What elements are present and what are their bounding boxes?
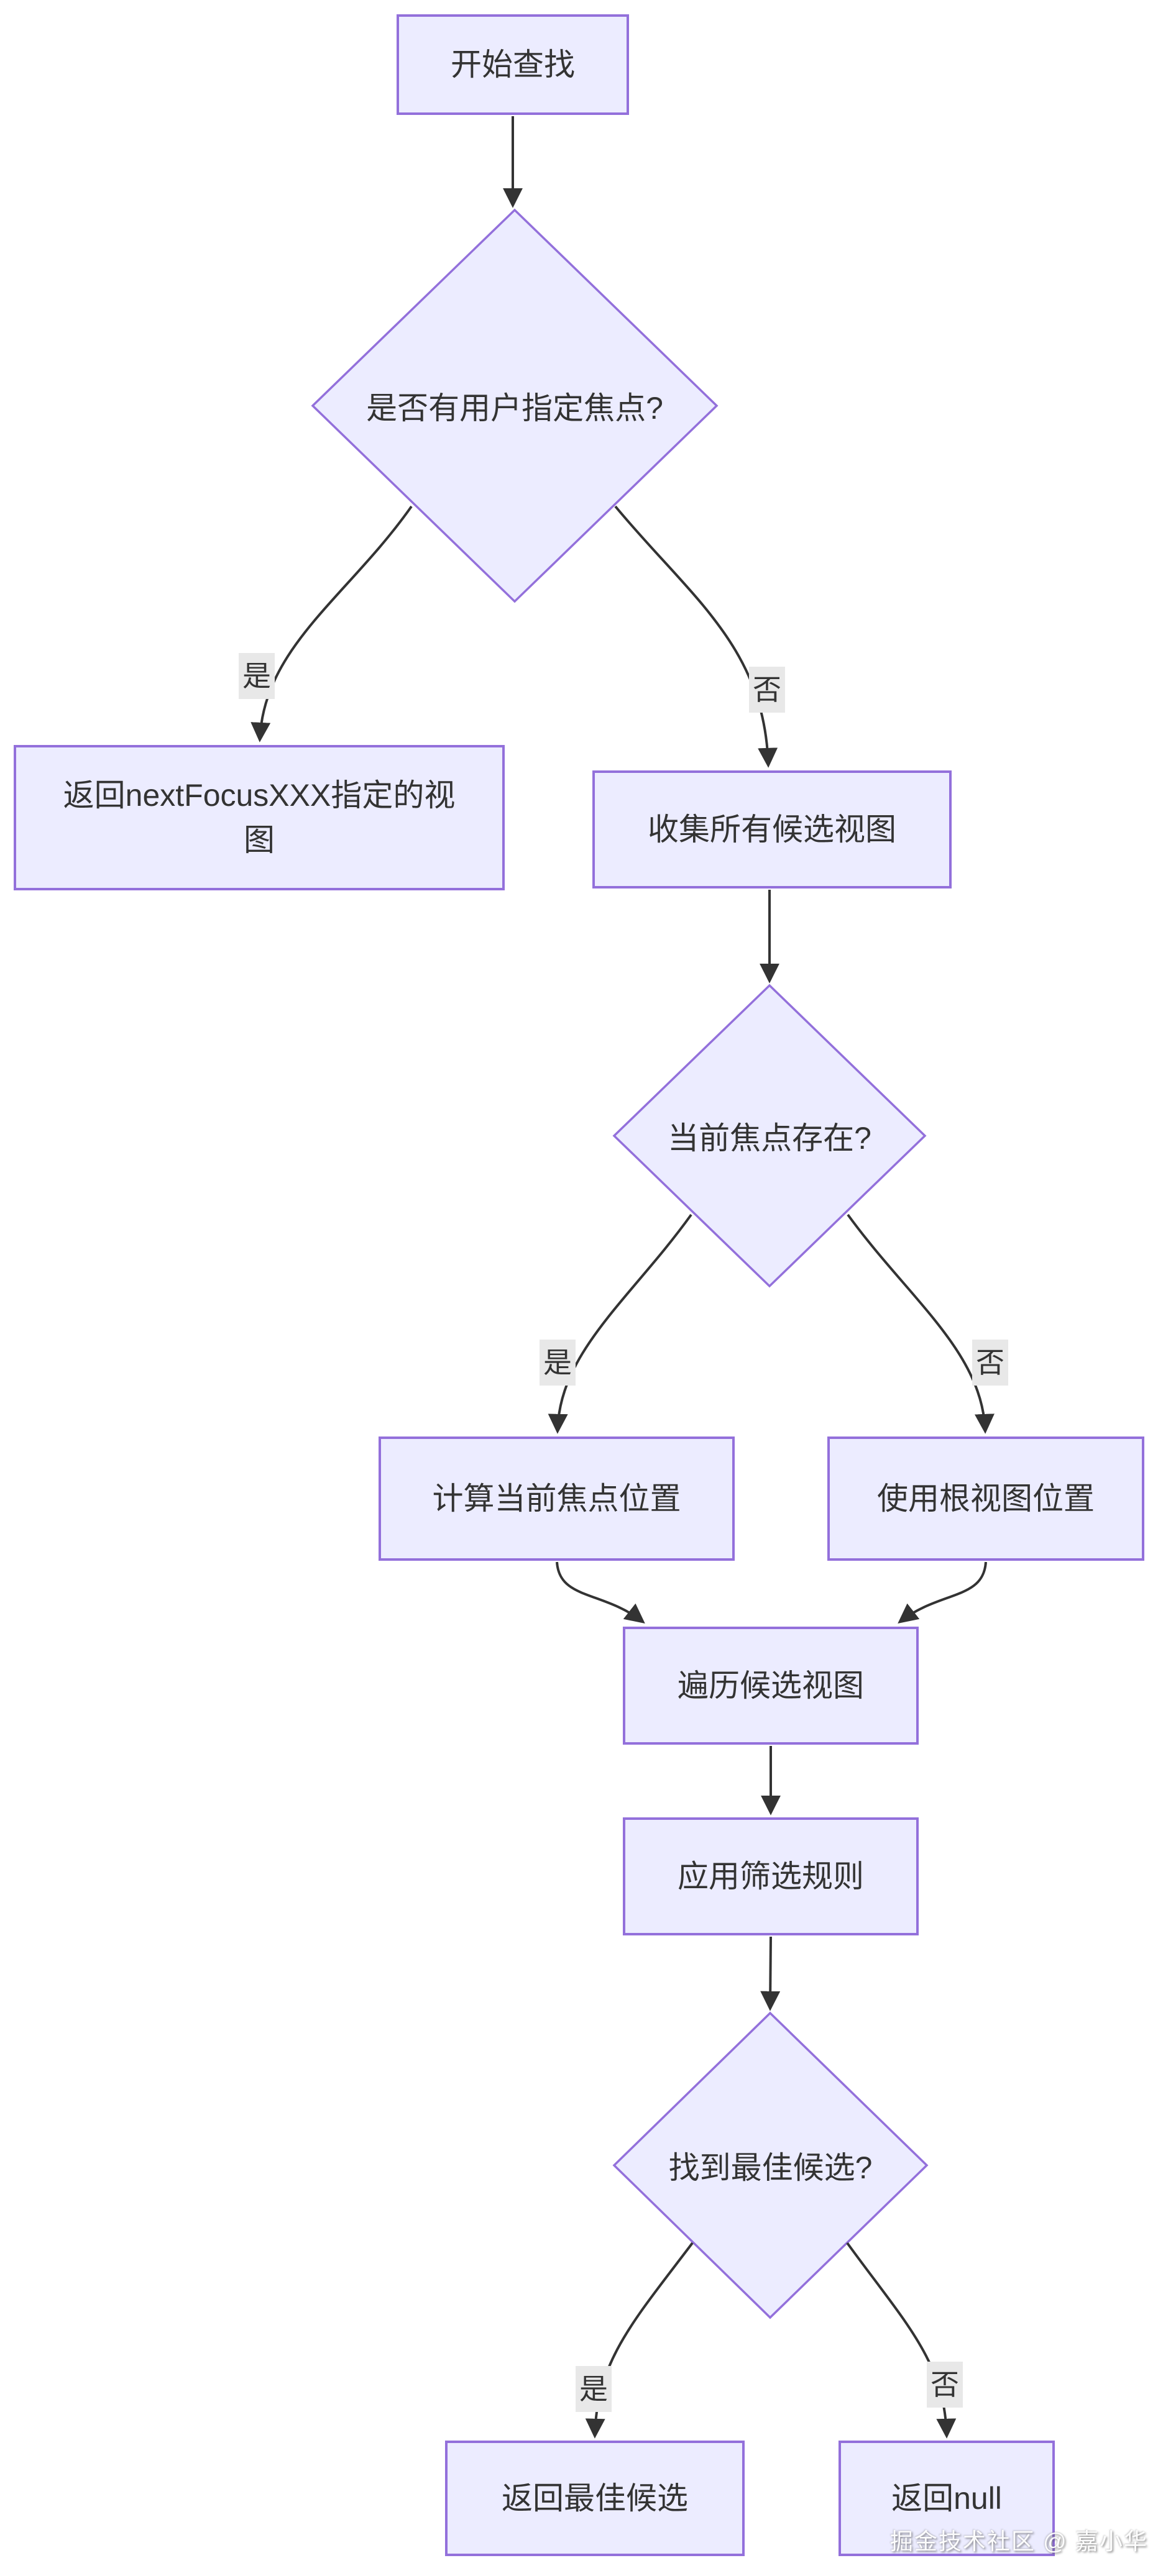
- node-return-next-focus: 返回nextFocusXXX指定的视 图: [14, 745, 505, 890]
- node-apply-filter-rules-label: 应用筛选规则: [678, 1858, 864, 1894]
- decision-current-focus-diamond: [612, 984, 927, 1288]
- node-return-best: 返回最佳候选: [445, 2441, 745, 2556]
- node-collect-candidates-label: 收集所有候选视图: [648, 811, 896, 847]
- edge-filter-to-found-best: [760, 1936, 781, 2011]
- edge-current-focus-no: [847, 1213, 995, 1434]
- watermark: 掘金技术社区 @ 嘉小华: [889, 2529, 1148, 2554]
- node-return-next-focus-label: 返回nextFocusXXX指定的视 图: [63, 777, 456, 858]
- node-apply-filter-rules: 应用筛选规则: [623, 1817, 919, 1935]
- decision-found-best-diamond: [612, 2011, 929, 2319]
- edge-label-yes-3: 是: [576, 2366, 612, 2412]
- node-return-null-label: 返回null: [891, 2480, 1002, 2516]
- node-iterate-candidates: 遍历候选视图: [623, 1627, 919, 1745]
- edge-current-focus-yes: [548, 1213, 692, 1434]
- edge-label-no-3: 否: [927, 2362, 963, 2408]
- node-use-root-position-label: 使用根视图位置: [877, 1481, 1095, 1516]
- edge-user-focus-no: [614, 505, 778, 768]
- edge-label-no-2: 否: [972, 1340, 1008, 1386]
- node-return-null: 返回null: [839, 2441, 1055, 2556]
- edge-calc-to-iterate: [556, 1561, 645, 1624]
- decision-user-focus-diamond: [311, 208, 719, 603]
- node-collect-candidates: 收集所有候选视图: [592, 770, 952, 888]
- node-return-best-label: 返回最佳候选: [502, 2480, 688, 2516]
- node-iterate-candidates-label: 遍历候选视图: [678, 1668, 864, 1703]
- node-calc-focus-position-label: 计算当前焦点位置: [432, 1481, 681, 1516]
- edge-label-yes-1: 是: [239, 653, 275, 699]
- edge-user-focus-yes: [250, 505, 413, 742]
- edge-label-no-1: 否: [749, 667, 785, 713]
- node-start: 开始查找: [397, 14, 629, 115]
- node-start-label: 开始查找: [451, 47, 575, 82]
- node-use-root-position: 使用根视图位置: [827, 1436, 1144, 1561]
- node-calc-focus-position: 计算当前焦点位置: [379, 1436, 735, 1561]
- edge-root-to-iterate: [898, 1561, 987, 1624]
- edge-label-yes-2: 是: [540, 1340, 576, 1386]
